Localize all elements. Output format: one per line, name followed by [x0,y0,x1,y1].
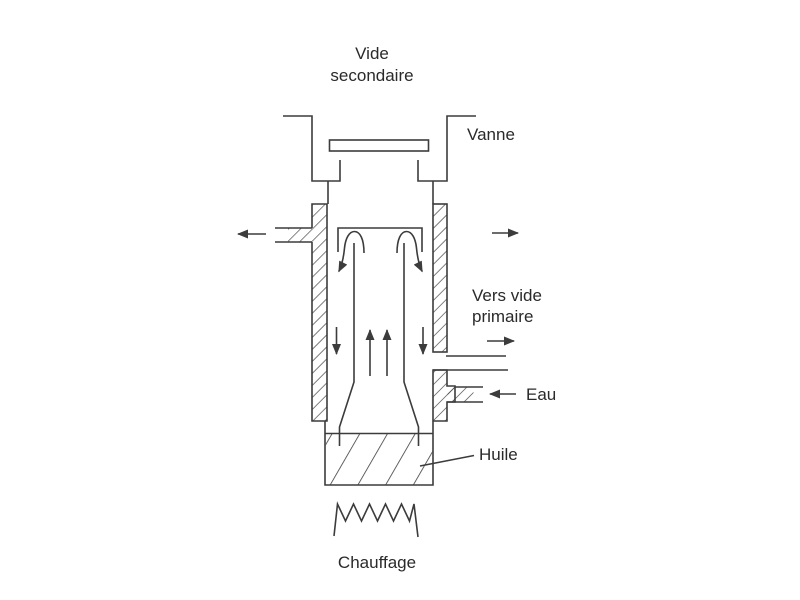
jet-spray-arrow-left [338,230,365,273]
right-wall-upper-hatch [433,204,447,352]
flow-arrows [237,228,519,399]
right-wall-lower-hatch [433,370,455,421]
label-heating: Chauffage [338,553,416,572]
label-primary-vacuum-line2: primaire [472,307,533,326]
jet-cap [337,227,423,252]
foreline-pipe [433,355,508,371]
label-secondary-vacuum-line1: Vide [355,44,389,63]
jet-spray-arrow-right [396,230,423,273]
valve-assembly [283,115,476,204]
label-primary-vacuum-line1: Vers vide [472,286,542,305]
label-valve: Vanne [467,125,515,144]
oil-label-pointer [419,454,475,467]
oil-hatch [325,434,433,485]
left-wall-hatch [312,204,327,421]
right-wall-upper-outline [432,203,448,353]
valve-housing-right [417,115,476,182]
left-wall-outline [311,203,328,422]
label-water: Eau [526,385,556,404]
label-secondary-vacuum-line2: secondaire [330,66,413,85]
jet-assembly [337,227,423,446]
heater-zigzag [333,501,419,538]
pot-outline [324,421,434,486]
water-pipe [447,386,483,403]
water-port-hatch [447,387,474,402]
left-port-pipe [275,227,312,243]
pump-body [275,203,508,422]
valve-housing-left [283,115,341,182]
valve-plate [328,139,430,152]
chimney-left [338,243,355,446]
boiler [324,421,475,486]
labels: Vide secondaire Vanne Vers vide primaire… [330,44,556,572]
left-port-hatch [288,228,312,242]
label-oil: Huile [479,445,518,464]
chimney-right [403,243,420,446]
